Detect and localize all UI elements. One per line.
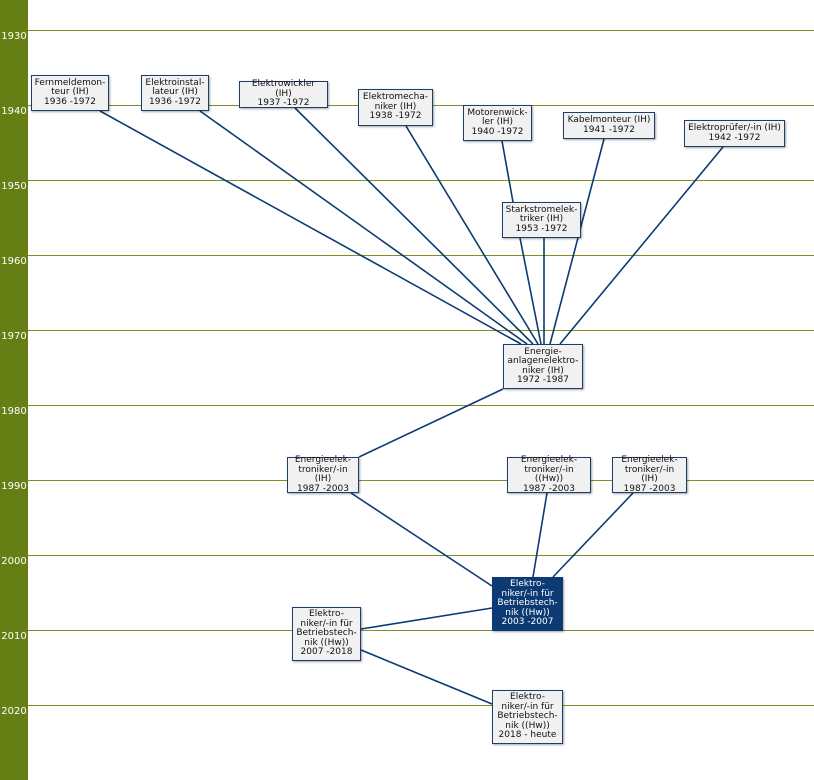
gridline-1970	[28, 330, 814, 331]
year-label-2020: 2020	[1, 706, 27, 717]
year-label-1960: 1960	[1, 256, 27, 267]
occupation-node-n4[interactable]: Elektromecha- niker (IH) 1938 -1972	[358, 89, 433, 126]
edge-n13-n14	[360, 607, 493, 630]
edge-n5-n8	[501, 140, 514, 203]
occupation-node-n13-current[interactable]: Elektro- niker/-in für Betriebstech- nik…	[492, 577, 563, 631]
gridline-1980	[28, 405, 814, 406]
occupation-label: Elektro- niker/-in für Betriebstech- nik…	[497, 579, 558, 628]
year-label-1930: 1930	[1, 31, 27, 42]
edge-n3-n9	[294, 107, 534, 345]
gridline-2010	[28, 630, 814, 631]
edge-n6-n9	[549, 138, 605, 345]
edge-n8-n9	[519, 237, 542, 345]
edge-n14-n15	[360, 649, 493, 705]
edge-n4-n9	[405, 125, 539, 345]
occupation-node-n1[interactable]: Fernmeldemon- teur (IH) 1936 -1972	[31, 75, 109, 111]
edge-n12-n13	[552, 492, 634, 578]
year-label-1980: 1980	[1, 406, 27, 417]
occupation-node-n10[interactable]: Energieelek- troniker/-in (IH) 1987 -200…	[287, 455, 359, 494]
year-label-1970: 1970	[1, 331, 27, 342]
gridline-1950	[28, 180, 814, 181]
occupation-node-n5[interactable]: Motorenwick- ler (IH) 1940 -1972	[463, 105, 532, 141]
edge-n2-n9	[199, 110, 528, 345]
year-label-2000: 2000	[1, 556, 27, 567]
occupation-label: Elektroinstal- lateur (IH) 1936 -1972	[145, 77, 205, 107]
occupation-node-n3[interactable]: Elektrowickler (IH) 1937 -1972	[239, 79, 328, 109]
occupation-label: Elektroprüfer/-in (IH) 1942 -1972	[688, 123, 781, 143]
edge-n9-n10	[358, 388, 504, 458]
edge-n11-n13	[532, 492, 548, 578]
occupation-label: Elektro- niker/-in für Betriebstech- nik…	[497, 692, 558, 741]
year-label-1940: 1940	[1, 106, 27, 117]
occupation-node-n7[interactable]: Elektroprüfer/-in (IH) 1942 -1972	[684, 120, 785, 147]
occupation-node-n2[interactable]: Elektroinstal- lateur (IH) 1936 -1972	[141, 75, 209, 111]
gridline-1990	[28, 480, 814, 481]
gridline-2000	[28, 555, 814, 556]
occupation-node-n14[interactable]: Elektro- niker/-in für Betriebstech- nik…	[292, 607, 361, 661]
occupation-label: Elektromecha- niker (IH) 1938 -1972	[362, 92, 429, 122]
gridline-1930	[28, 30, 814, 31]
occupation-label: Energieelek- troniker/-in (IH) 1987 -200…	[294, 455, 352, 494]
occupation-label: Motorenwick- ler (IH) 1940 -1972	[467, 107, 528, 137]
occupation-label: Energie- anlagenelektro- niker (IH) 1972…	[507, 346, 579, 385]
occupation-label: Fernmeldemon- teur (IH) 1936 -1972	[34, 77, 106, 107]
occupation-node-n8[interactable]: Starkstromelek- triker (IH) 1953 -1972	[502, 202, 581, 238]
timeline-bar	[0, 0, 28, 780]
edge-n7-n9	[559, 146, 724, 345]
occupation-node-n6[interactable]: Kabelmonteur (IH) 1941 -1972	[563, 112, 655, 139]
gridline-1960	[28, 255, 814, 256]
year-label-1990: 1990	[1, 481, 27, 492]
occupation-node-n12[interactable]: Energieelek- troniker/-in (IH) 1987 -200…	[612, 455, 687, 494]
occupation-label: Energieelek- troniker/-in ((Hw)) 1987 -2…	[520, 455, 578, 494]
year-label-2010: 2010	[1, 631, 27, 642]
occupation-node-n9[interactable]: Energie- anlagenelektro- niker (IH) 1972…	[503, 344, 583, 389]
occupation-label: Kabelmonteur (IH) 1941 -1972	[567, 115, 651, 135]
occupation-label: Starkstromelek- triker (IH) 1953 -1972	[505, 204, 578, 234]
occupation-label: Elektrowickler (IH) 1937 -1972	[251, 79, 316, 109]
year-label-1950: 1950	[1, 181, 27, 192]
occupation-label: Energieelek- troniker/-in (IH) 1987 -200…	[621, 455, 678, 494]
gridline-2020	[28, 705, 814, 706]
edge-n1-n9	[99, 110, 522, 345]
occupation-label: Elektro- niker/-in für Betriebstech- nik…	[296, 609, 357, 658]
edge-n10-n13	[350, 492, 493, 587]
occupation-node-n15[interactable]: Elektro- niker/-in für Betriebstech- nik…	[492, 690, 563, 744]
occupation-node-n11[interactable]: Energieelek- troniker/-in ((Hw)) 1987 -2…	[507, 455, 591, 494]
